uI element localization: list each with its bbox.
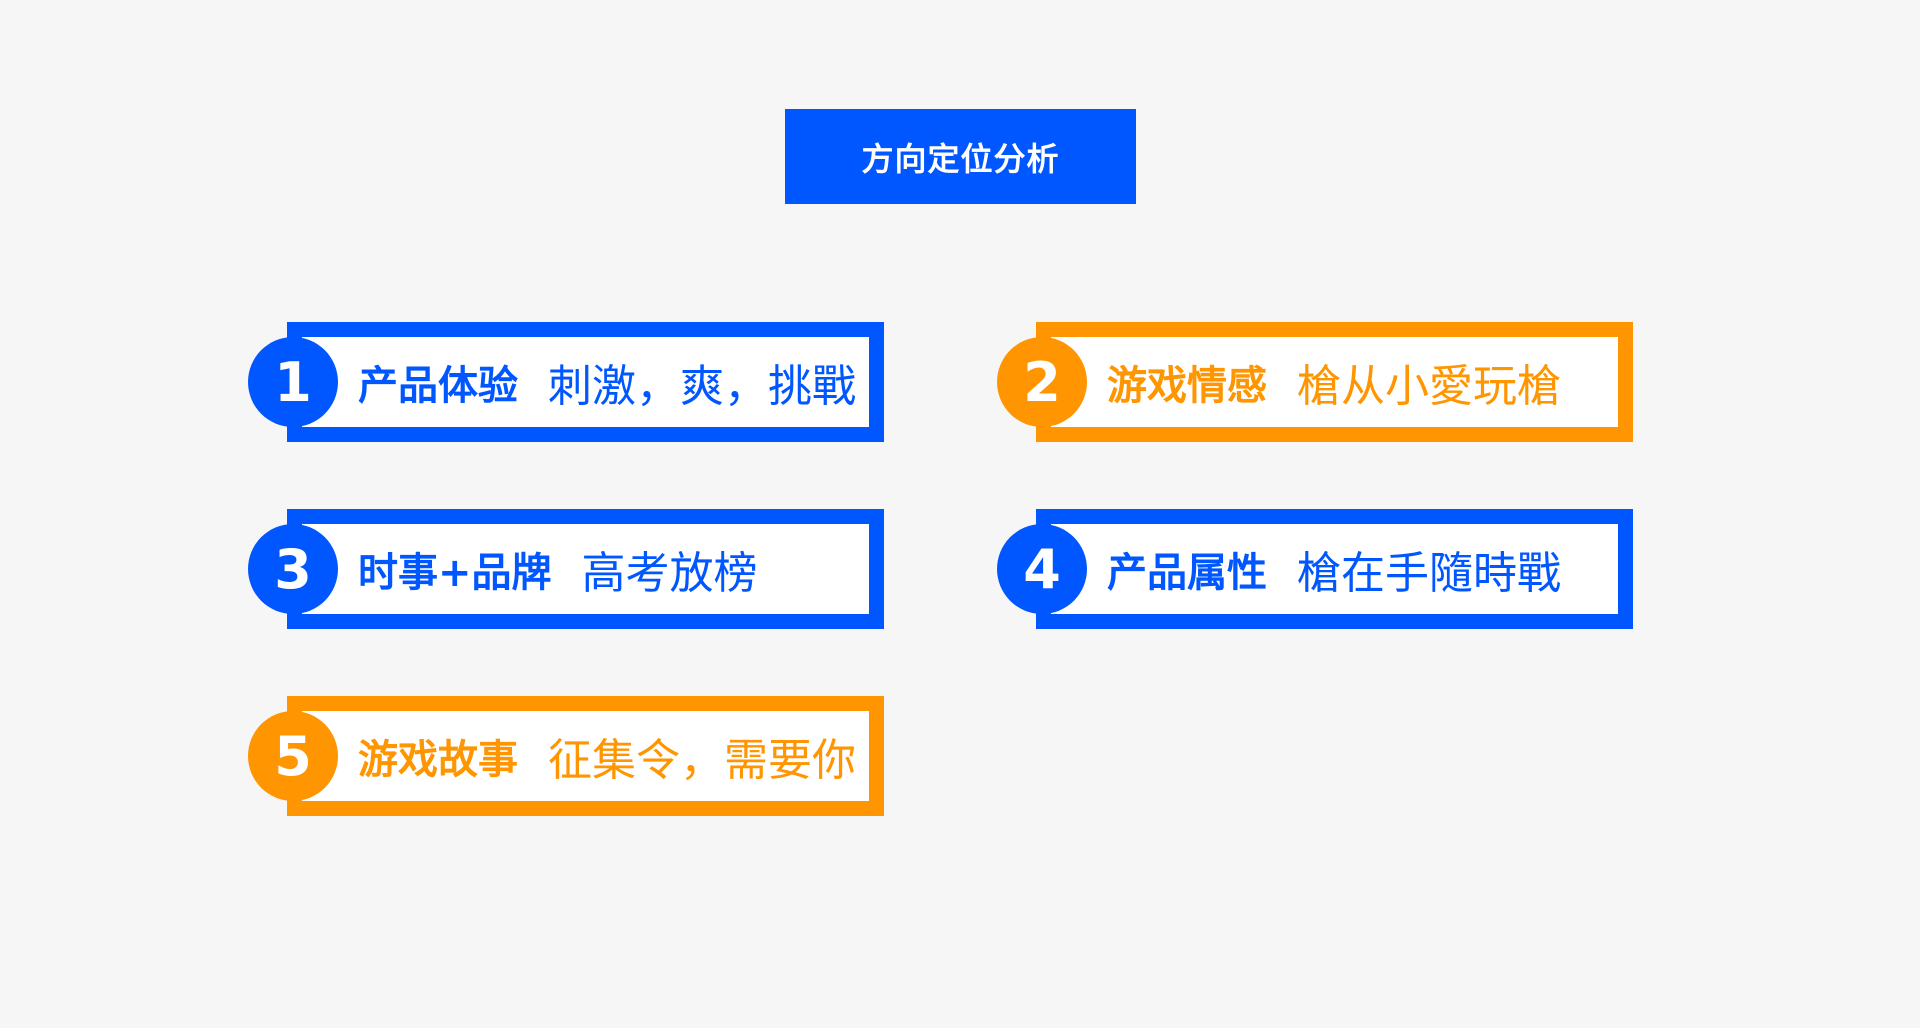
card-label: 时事+品牌: [358, 550, 552, 596]
card-content: 产品属性 槍在手隨時戰: [1107, 509, 1561, 629]
card-description: 高考放榜: [581, 548, 758, 599]
card-frame: [1036, 322, 1633, 442]
card-3: 3 时事+品牌 高考放榜: [248, 509, 884, 629]
number-badge: 1: [248, 337, 338, 427]
page-title: 方向定位分析: [785, 109, 1136, 204]
card-4: 4 产品属性 槍在手隨時戰: [997, 509, 1633, 629]
card-description: 槍从小愛玩槍: [1297, 361, 1561, 412]
card-1: 1 产品体验 刺激，爽，挑戰: [248, 322, 884, 442]
card-description: 征集令，需要你: [548, 735, 856, 786]
card-content: 时事+品牌 高考放榜: [358, 509, 758, 629]
number-badge: 2: [997, 337, 1087, 427]
card-5: 5 游戏故事 征集令，需要你: [248, 696, 884, 816]
card-2: 2 游戏情感 槍从小愛玩槍: [997, 322, 1633, 442]
card-content: 产品体验 刺激，爽，挑戰: [358, 322, 856, 442]
card-frame: [287, 509, 884, 629]
card-label: 游戏故事: [358, 737, 518, 783]
card-label: 产品体验: [358, 363, 518, 409]
number-badge: 4: [997, 524, 1087, 614]
number-badge: 3: [248, 524, 338, 614]
number-badge: 5: [248, 711, 338, 801]
card-description: 刺激，爽，挑戰: [548, 361, 856, 412]
card-label: 产品属性: [1107, 550, 1267, 596]
card-content: 游戏故事 征集令，需要你: [358, 696, 856, 816]
card-content: 游戏情感 槍从小愛玩槍: [1107, 322, 1561, 442]
card-description: 槍在手隨時戰: [1297, 548, 1561, 599]
card-label: 游戏情感: [1107, 363, 1267, 409]
card-frame: [287, 322, 884, 442]
